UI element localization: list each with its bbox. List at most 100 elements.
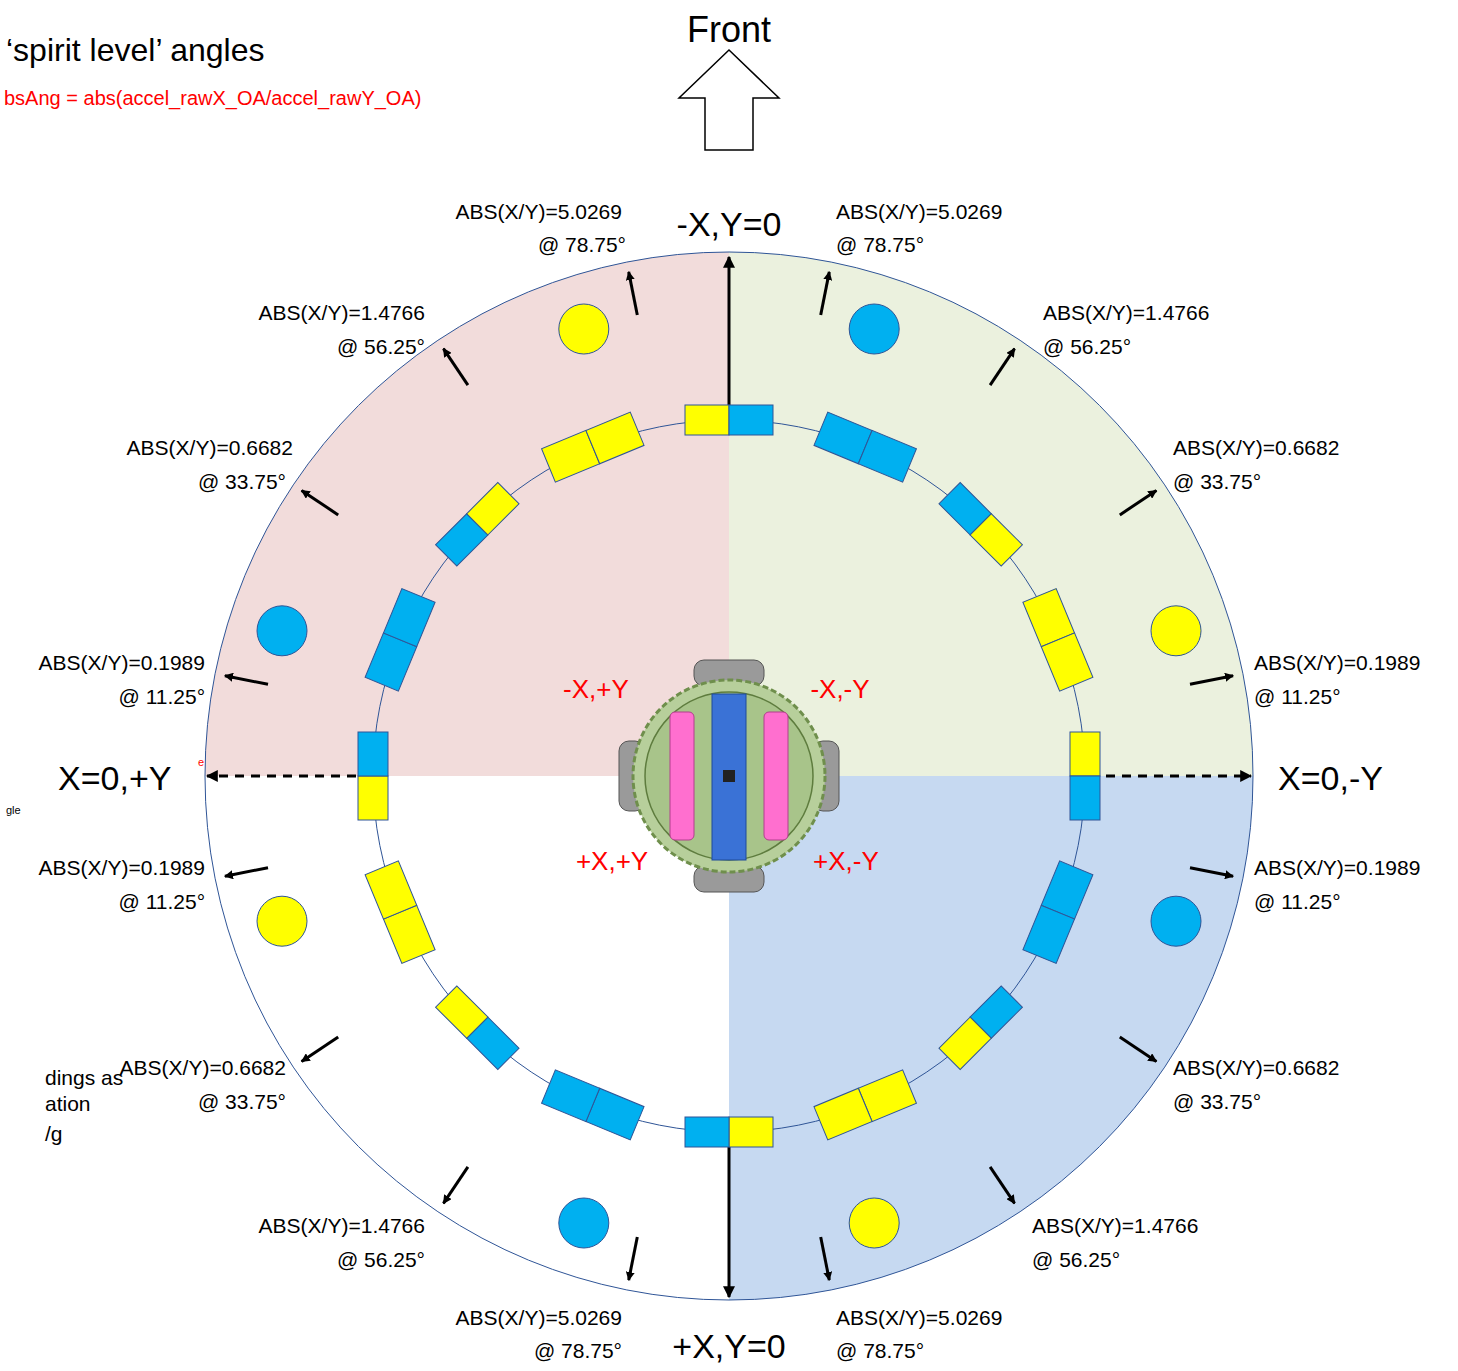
angle-arrow — [629, 272, 638, 315]
axis-arrow — [728, 257, 731, 408]
axis-arrow-dashed — [1090, 775, 1251, 778]
sensor-box — [1070, 732, 1100, 776]
angle-arrow — [225, 676, 268, 685]
angle-label: ABS(X/Y)=1.4766 — [259, 1214, 425, 1238]
sensor-pair — [1070, 732, 1100, 820]
formula-note: bsAng = abs(accel_rawX_OA/accel_rawY_OA) — [4, 87, 421, 110]
sensor-pair — [1023, 589, 1093, 691]
angle-label: ABS(X/Y)=1.4766 — [1032, 1214, 1198, 1238]
axis-label: X=0,+Y — [58, 759, 171, 798]
sensor-box — [729, 1117, 773, 1147]
sensor-box — [383, 589, 435, 647]
angle-label: ABS(X/Y)=5.0269 — [836, 1306, 1002, 1330]
marker-circle — [1151, 606, 1201, 656]
quadrant-fill — [205, 252, 729, 776]
sensor-box — [1041, 633, 1093, 691]
angle-label: ABS(X/Y)=5.0269 — [456, 200, 622, 224]
sensor-pair — [1023, 861, 1093, 963]
angle-label: ABS(X/Y)=1.4766 — [259, 301, 425, 325]
quadrant-fill — [729, 252, 1253, 776]
sensor-pair — [685, 405, 773, 435]
battery — [670, 712, 694, 840]
angle-label: ABS(X/Y)=0.1989 — [1254, 856, 1420, 880]
angle-label: @ 11.25° — [119, 685, 206, 709]
sensor-pair — [542, 412, 644, 482]
angle-label: ABS(X/Y)=5.0269 — [456, 1306, 622, 1330]
battery — [764, 712, 788, 840]
angle-label: ABS(X/Y)=1.4766 — [1043, 301, 1209, 325]
accelerometer-chip — [723, 770, 735, 782]
marker-circles — [257, 304, 1201, 1248]
angle-label: @ 56.25° — [337, 335, 425, 359]
sensor-box — [814, 1088, 872, 1140]
angle-label: @ 33.75° — [1173, 470, 1261, 494]
text-fragment: dings as — [45, 1066, 123, 1090]
angle-label: @ 78.75° — [538, 233, 626, 257]
sensor-box — [1070, 776, 1100, 820]
sensor-pair — [542, 1070, 644, 1140]
angle-label: @ 78.75° — [836, 233, 924, 257]
sensor-box — [358, 776, 388, 820]
axis-label: +X,Y=0 — [672, 1327, 785, 1366]
sensor-box — [1023, 905, 1075, 963]
angle-label: ABS(X/Y)=0.6682 — [1173, 1056, 1339, 1080]
front-arrow — [679, 50, 779, 150]
outer-circle — [205, 252, 1253, 1300]
quadrant-fill — [729, 776, 1253, 1300]
angle-arrow — [990, 349, 1015, 386]
outer-ground — [205, 252, 1253, 1300]
sensor-box — [939, 1017, 991, 1069]
angle-label: @ 33.75° — [198, 1090, 286, 1114]
angle-label: @ 56.25° — [337, 1248, 425, 1272]
robot-illustration — [619, 660, 839, 892]
sensor-pair — [365, 589, 435, 691]
marker-circle — [559, 304, 609, 354]
axis-arrow — [728, 1142, 731, 1297]
angle-arrow — [1120, 1037, 1157, 1062]
angle-label: @ 78.75° — [836, 1339, 924, 1363]
angle-arrow — [443, 1167, 468, 1204]
angle-label: ABS(X/Y)=0.6682 — [120, 1056, 286, 1080]
angle-arrow — [225, 868, 268, 877]
axis-arrow-dashed — [207, 775, 372, 778]
robot-body — [633, 680, 825, 872]
text-fragment: ation — [45, 1092, 91, 1116]
sensor-pair — [358, 732, 388, 820]
quadrant-label: -X,+Y — [563, 675, 629, 705]
quadrant-label: -X,-Y — [810, 675, 869, 705]
angle-arrow — [990, 1167, 1015, 1204]
quadrant-label: +X,+Y — [576, 847, 648, 877]
angle-label: @ 33.75° — [1173, 1090, 1261, 1114]
sensor-box — [685, 1117, 729, 1147]
angle-label: ABS(X/Y)=0.1989 — [39, 856, 205, 880]
axis-label: -X,Y=0 — [677, 205, 782, 244]
sensor-box — [729, 405, 773, 435]
sensor-pair — [436, 986, 519, 1069]
angle-arrow — [1190, 868, 1233, 877]
angle-label: @ 78.75° — [534, 1339, 622, 1363]
sensor-pair — [365, 861, 435, 963]
sensor-box — [365, 861, 417, 919]
sensor-box — [858, 430, 916, 482]
marker-circle — [1151, 896, 1201, 946]
sensor-box — [467, 483, 519, 535]
marker-circle — [559, 1198, 609, 1248]
axis-label: X=0,-Y — [1278, 759, 1383, 798]
marker-circle — [849, 1198, 899, 1248]
angle-arrow — [302, 1037, 339, 1062]
sensor-pair — [939, 986, 1022, 1069]
text-fragment: e — [198, 756, 204, 769]
angle-label: ABS(X/Y)=0.1989 — [1254, 651, 1420, 675]
angle-arrow — [1120, 490, 1157, 515]
angle-arrow — [443, 349, 468, 386]
angle-label: @ 11.25° — [1254, 890, 1341, 914]
angle-label: ABS(X/Y)=5.0269 — [836, 200, 1002, 224]
angle-arrows — [225, 272, 1233, 1280]
marker-circle — [257, 606, 307, 656]
angle-label: @ 56.25° — [1043, 335, 1131, 359]
robot-plate — [645, 692, 813, 860]
inner-circle — [373, 420, 1085, 1132]
quadrant-label: +X,-Y — [813, 847, 879, 877]
angle-label: @ 11.25° — [1254, 685, 1341, 709]
